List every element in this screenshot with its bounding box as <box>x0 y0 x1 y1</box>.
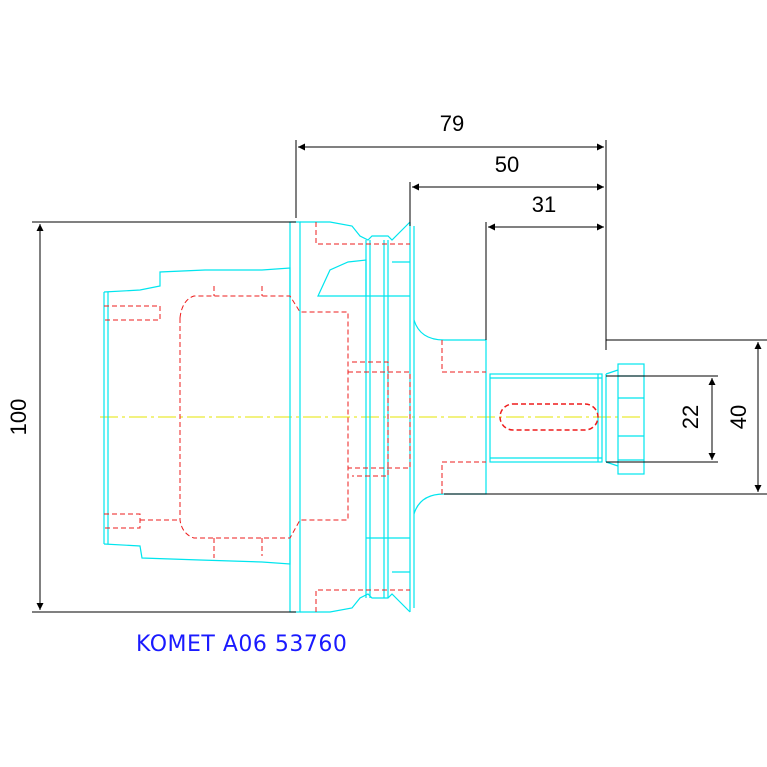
dim-50: 50 <box>495 152 519 177</box>
dim-100: 100 <box>6 399 31 436</box>
dim-31: 31 <box>532 192 556 217</box>
dim-79: 79 <box>440 111 464 136</box>
hidden-lines <box>104 222 486 612</box>
dim-22: 22 <box>678 405 703 429</box>
dim-40: 40 <box>726 405 751 429</box>
pin-slot <box>499 403 599 431</box>
dimension-lines <box>32 140 767 613</box>
part-number-caption: KOMET A06 53760 <box>136 632 348 657</box>
